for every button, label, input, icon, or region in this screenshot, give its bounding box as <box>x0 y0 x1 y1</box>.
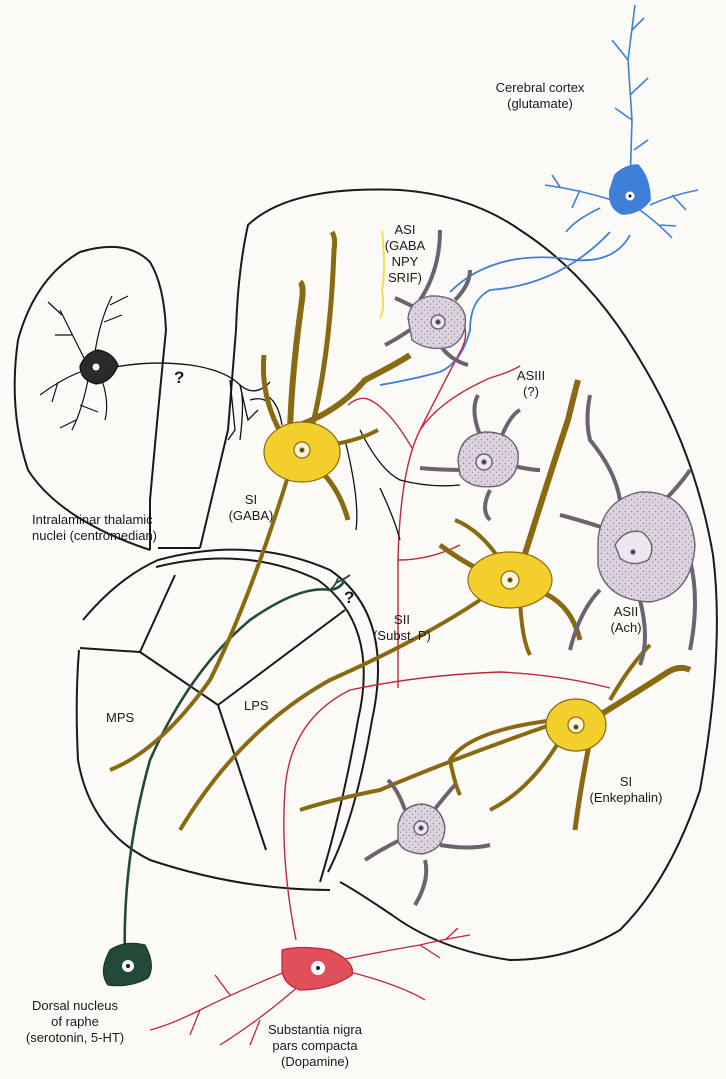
label-line: (GABA) <box>228 508 274 523</box>
interneuron-lower-icon <box>363 778 491 907</box>
label-thalamus: Intralaminar thalamic nuclei (centromedi… <box>32 512 157 544</box>
label-line: SI <box>619 774 633 789</box>
label-line: (glutamate) <box>507 96 573 111</box>
label-line: Cerebral cortex <box>495 80 585 95</box>
label-line: Substantia nigra <box>268 1022 362 1037</box>
serotonin-neuron-icon <box>102 942 152 987</box>
label-substantia-nigra: Substantia nigra pars compacta (Dopamine… <box>250 1022 380 1070</box>
label-line: ASIII <box>516 368 546 383</box>
label-line: (GABA <box>384 238 426 253</box>
label-line: (?) <box>523 384 539 399</box>
spiny-neuron-si-enk-icon <box>299 643 692 831</box>
label-lps: LPS <box>244 698 269 713</box>
label-line: of raphe <box>51 1014 99 1029</box>
label-line: nuclei (centromedian) <box>32 528 158 543</box>
interneuron-asi-icon <box>384 229 472 367</box>
label-line: SRIF) <box>388 270 422 285</box>
label-line: Dorsal nucleus <box>32 998 118 1013</box>
thalamic-axon <box>109 362 461 541</box>
label-line: (Subst. P) <box>373 628 431 643</box>
label-si-gaba: SI (GABA) <box>226 492 276 524</box>
label-line: (serotonin, 5-HT) <box>25 1030 125 1045</box>
label-line: (Enkephalin) <box>589 790 663 805</box>
raphe-axon <box>123 579 346 961</box>
label-line: ASI <box>394 222 416 237</box>
raphe-axon-tips <box>329 574 351 591</box>
label-line: SI <box>244 492 258 507</box>
spiny-neuron-si-gaba-icon <box>109 230 412 772</box>
label-line: (Ach) <box>610 620 642 635</box>
spiny-neuron-sii-icon <box>178 379 583 832</box>
thalamus-outline <box>13 245 168 551</box>
striatum-outline <box>158 188 718 962</box>
cortical-neuron-icon <box>544 4 699 239</box>
question-mark-thalamus: ? <box>174 368 185 387</box>
label-asi: ASI (GABA NPY SRIF) <box>378 222 432 286</box>
label-line: NPY <box>391 254 419 269</box>
dopamine-neuron-icon <box>149 927 471 1046</box>
pallidum-outline <box>75 548 379 891</box>
interneuron-asii-icon <box>559 394 697 666</box>
interneuron-asiii-icon <box>419 394 541 522</box>
label-cerebral-cortex: Cerebral cortex (glutamate) <box>470 80 610 112</box>
thalamic-neuron-icon <box>39 295 129 431</box>
dendrite-tip-highlight <box>379 229 385 319</box>
label-line: Intralaminar thalamic <box>32 512 153 527</box>
label-line: (Dopamine) <box>281 1054 349 1069</box>
label-asii: ASII (Ach) <box>604 604 648 636</box>
label-dorsal-raphe: Dorsal nucleus of raphe (serotonin, 5-HT… <box>8 998 142 1046</box>
label-mps: MPS <box>106 710 135 725</box>
dopamine-axon <box>283 319 611 941</box>
label-line: pars compacta <box>272 1038 358 1053</box>
label-sii: SII (Subst. P) <box>366 612 438 644</box>
question-mark-raphe: ? <box>344 588 355 607</box>
label-line: ASII <box>613 604 639 619</box>
label-asiii: ASIII (?) <box>506 368 556 400</box>
label-line: SII <box>394 612 410 627</box>
label-si-enkephalin: SI (Enkephalin) <box>578 774 674 806</box>
cortical-afferents <box>379 231 631 386</box>
